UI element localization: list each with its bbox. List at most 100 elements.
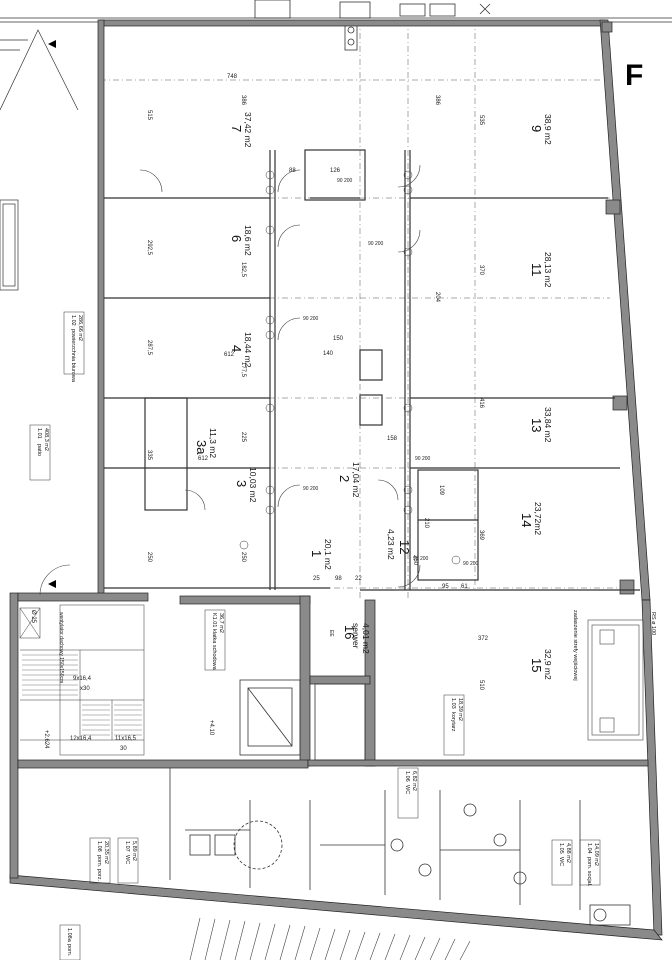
dim-287-5: 287,5 [146, 340, 152, 356]
tag-104-code: 1.04 [586, 843, 592, 854]
tag-k101-area: 36,7 m2 [218, 613, 224, 633]
room-labels: 9 38,9 m2 7 37,42 m2 11 28,13 m2 6 18,6 … [194, 112, 553, 680]
lift [239, 679, 366, 761]
tag-107-code: 1.07 [124, 841, 130, 852]
dim-748: 748 [227, 74, 238, 80]
dim-140: 140 [323, 351, 334, 357]
tag-108-name: pom. porz. [96, 855, 102, 881]
room-13-number: 13 [529, 418, 544, 432]
dim-158: 158 [387, 436, 398, 442]
tag-102-area: 286,66 m2 [77, 315, 83, 341]
section-markers [48, 40, 56, 588]
dim-177-5: 177,5 [240, 362, 246, 378]
partitions [104, 149, 640, 591]
room-tags [29, 311, 601, 960]
tag-103-area: 18,39 m2 [457, 698, 463, 721]
room-1-number: 1 [309, 550, 324, 557]
tag-108-code: 1.08 [96, 841, 102, 852]
door-tag-6: 90 200 [413, 556, 429, 562]
room-3a-area: 11,3 m2 [208, 428, 218, 458]
dim-126: 126 [330, 168, 341, 174]
stair-label-5: 30 [120, 746, 127, 752]
tag-106-code: 1.06 [404, 771, 410, 782]
tag-106-area: 6,82 m2 [411, 771, 417, 791]
door-tag-5: 90 200 [415, 456, 431, 462]
stair-label-1: 9x16,4 [73, 676, 92, 682]
room-15-area: 32,9 m2 [543, 649, 553, 680]
dim-250-b: 250 [240, 552, 246, 563]
tag-108a-name: pom. [66, 944, 72, 957]
room-6-area: 18,6 m2 [243, 225, 253, 256]
door-tag-2: 90 200 [368, 241, 384, 247]
left-roof [0, 29, 79, 291]
room-3a-number: 3a [194, 440, 209, 455]
tag-104-area: 14,09 m2 [593, 843, 599, 866]
door-tag-7: 90 200 [463, 561, 479, 567]
room-3-area: 10,03 m2 [248, 467, 258, 503]
stair-label-2: x30 [80, 686, 90, 692]
room-14-number: 14 [519, 513, 534, 527]
room-4-number: 4 [229, 345, 244, 352]
dim-335: 335 [146, 450, 152, 461]
tag-101-area: 408,3 m2 [43, 428, 49, 451]
dim-370: 370 [478, 265, 484, 276]
room-2-area: 17,04 m2 [351, 462, 361, 498]
stair-label-3: 12x16,4 [70, 736, 92, 742]
room-9-number: 9 [529, 125, 544, 132]
sheet-letter: F [625, 59, 643, 92]
room-3-number: 3 [234, 480, 249, 487]
canopy-label: zadaszenie strefy wejściowej [572, 610, 578, 681]
rs-label: RS ø 100 [650, 612, 656, 635]
tag-101-name: patio [36, 444, 42, 456]
tag-103-code: 1.03 [450, 698, 456, 709]
dimension-labels: 748 386 386 515 535 126 88 292,5 182,5 2… [146, 74, 489, 691]
dim-109: 109 [438, 485, 444, 496]
room-13-area: 33,84 m2 [543, 407, 553, 443]
tag-105-name: WC [558, 857, 564, 866]
dim-225: 225 [240, 432, 246, 443]
tag-k101-code: K1.01 [211, 613, 217, 627]
door-tag-4: 90 200 [303, 486, 319, 492]
sanitary-block [169, 768, 631, 926]
dim-386-a: 386 [240, 95, 246, 106]
dim-612-a: 612 [224, 352, 235, 358]
door-tags: 90 200 90 200 90 200 90 200 90 200 90 20… [303, 178, 479, 567]
diameter-label: Ø 25 [30, 610, 36, 624]
tag-k101-name: klatka schodowa [211, 629, 217, 671]
door-tag-1: 90 200 [337, 178, 353, 184]
room-6-number: 6 [229, 235, 244, 242]
room-2-number: 2 [337, 475, 352, 482]
dim-515: 515 [146, 110, 152, 121]
tag-104-name: pom. socjal. [586, 857, 592, 887]
hatch-area [189, 917, 471, 960]
tag-102-code: 1.02 [70, 315, 76, 326]
stair-label-4: 11x16,5 [115, 736, 137, 742]
dim-98: 98 [335, 576, 342, 582]
tag-107-area: 5,89 m2 [131, 841, 137, 861]
dim-204: 204 [434, 292, 440, 303]
tag-102-name: powierzchnia biurowa [70, 329, 76, 383]
entrance-canopy [587, 619, 644, 741]
door-tag-3: 90 200 [303, 316, 319, 322]
level-2624: +2.624 [43, 730, 49, 749]
dim-416: 416 [478, 398, 484, 409]
dim-372: 372 [478, 636, 489, 642]
dim-61: 61 [461, 584, 468, 590]
dim-369: 369 [478, 530, 484, 541]
door-markers [239, 170, 461, 565]
room-11-number: 11 [529, 263, 544, 277]
room-11-area: 28,13 m2 [543, 252, 553, 288]
misc-labels: zadaszenie strefy wejściowej RS ø 100 +2… [30, 610, 656, 752]
dim-210: 210 [423, 518, 429, 529]
outer-walls [9, 19, 663, 941]
dim-250-c: 250 [412, 555, 418, 566]
dim-612-b: 612 [198, 456, 209, 462]
tag-108-area: 20,35 m2 [103, 841, 109, 864]
room-12-number: 12 [397, 540, 412, 554]
room-4-area: 18,44 m2 [243, 332, 253, 368]
door-swings [39, 164, 421, 596]
room-15-number: 15 [529, 658, 544, 672]
fan-label: wentylator dachowy 150x150cm [58, 612, 64, 683]
room-14-area: 23,72m2 [533, 502, 543, 535]
